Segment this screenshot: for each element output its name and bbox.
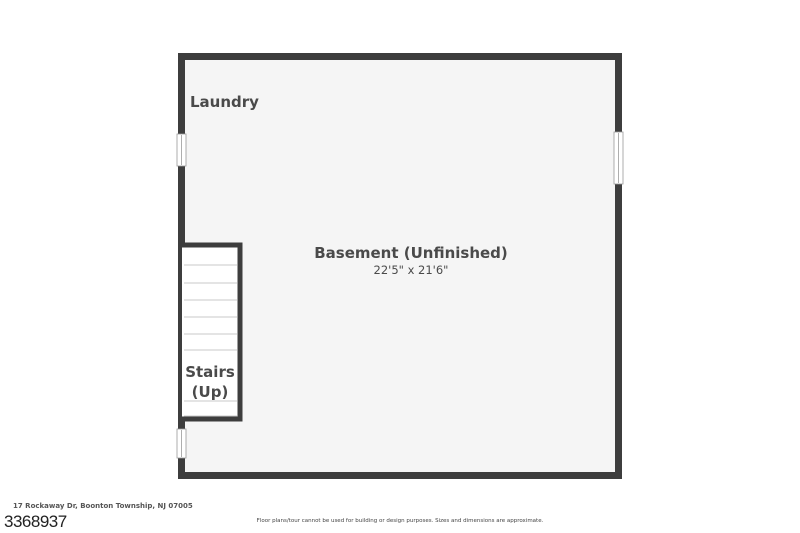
room-dimensions-basement: 22'5" x 21'6" bbox=[373, 263, 449, 277]
outer-wall bbox=[178, 53, 622, 479]
room-label-stairs: Stairs (Up) bbox=[183, 362, 237, 402]
stairs-direction: (Up) bbox=[191, 383, 229, 401]
stairs bbox=[182, 242, 243, 422]
window-left-lower bbox=[176, 428, 187, 459]
listing-number: 3368937 bbox=[4, 512, 67, 531]
basement-floor bbox=[182, 57, 618, 475]
stair-wall bbox=[182, 242, 243, 422]
stair-treads bbox=[184, 264, 237, 417]
disclaimer: Floor plans/tour cannot be used for buil… bbox=[256, 518, 544, 524]
window-right bbox=[613, 131, 624, 185]
property-address: 17 Rockaway Dr, Boonton Township, NJ 070… bbox=[13, 502, 193, 510]
stairs-name: Stairs bbox=[185, 363, 235, 381]
room-label-basement: Basement (Unfinished) bbox=[314, 244, 508, 262]
room-label-laundry: Laundry bbox=[190, 93, 259, 111]
window-left-upper bbox=[176, 133, 187, 167]
